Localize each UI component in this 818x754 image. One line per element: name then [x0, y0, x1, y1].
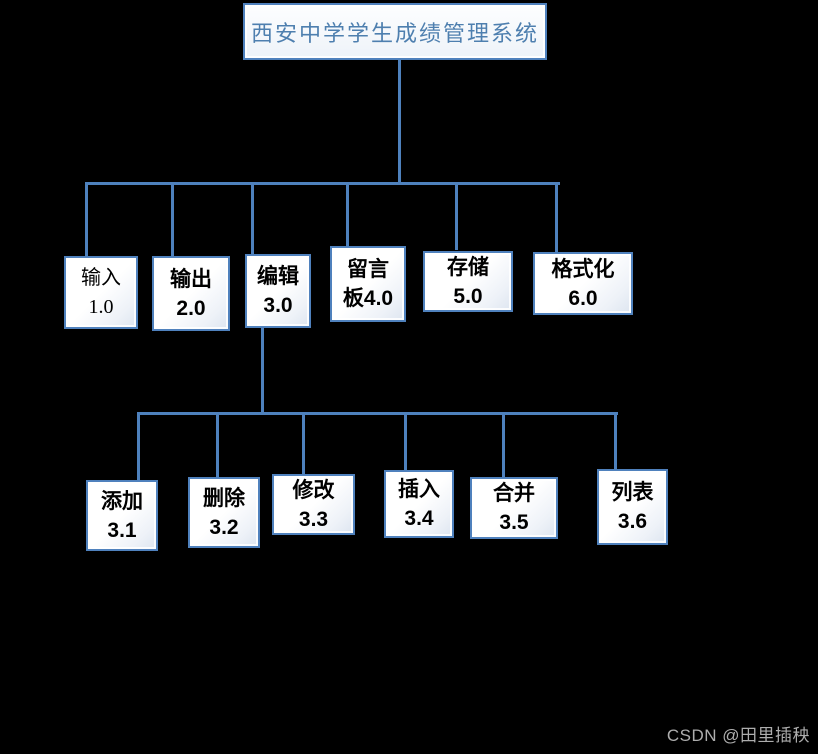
node-edit: 编辑 3.0	[245, 254, 311, 328]
node-add-line1: 添加	[101, 489, 143, 513]
node-output-line1: 输出	[170, 267, 212, 291]
node-input-line2: 1.0	[88, 295, 114, 318]
node-message-board-line2: 板4.0	[342, 287, 394, 310]
node-list: 列表 3.6	[597, 469, 668, 545]
connector-drop-output	[171, 184, 174, 256]
connector-drop-edit	[251, 184, 254, 254]
connector-drop-format	[555, 184, 558, 252]
node-message-board: 留言板4.0	[330, 246, 406, 322]
node-format-line1: 格式化	[551, 257, 615, 281]
node-add-line2: 3.1	[107, 518, 137, 542]
node-insert-line2: 3.4	[404, 507, 434, 530]
node-delete-line1: 删除	[203, 486, 245, 510]
node-merge-line2: 3.5	[499, 511, 529, 534]
connector-level2-bus	[85, 182, 560, 185]
connector-drop-delete	[216, 414, 219, 477]
node-modify-line2: 3.3	[298, 507, 329, 531]
connector-drop-input	[85, 184, 88, 256]
node-edit-line2: 3.0	[263, 294, 293, 317]
node-edit-line1: 编辑	[257, 265, 299, 288]
node-modify-line1: 修改	[292, 478, 335, 502]
watermark-text: CSDN @田里插秧	[666, 726, 810, 745]
node-merge-line1: 合并	[493, 482, 535, 505]
node-input-line1: 输入	[81, 266, 121, 289]
node-input: 输入 1.0	[64, 256, 138, 329]
node-list-line1: 列表	[611, 481, 654, 504]
node-output: 输出 2.0	[152, 256, 230, 331]
node-delete-line2: 3.2	[209, 515, 239, 539]
node-insert: 插入 3.4	[384, 470, 454, 538]
connector-drop-add	[137, 414, 140, 480]
connector-level3-bus	[137, 412, 618, 415]
node-storage: 存储 5.0	[423, 251, 513, 312]
node-merge: 合并 3.5	[470, 477, 558, 539]
node-message-board-line1: 留言	[347, 258, 389, 281]
node-storage-line2: 5.0	[453, 284, 483, 308]
root-node-label: 西安中学学生成绩管理系统	[250, 20, 539, 46]
root-node: 西安中学学生成绩管理系统	[243, 3, 547, 60]
node-format: 格式化 6.0	[533, 252, 633, 315]
node-delete: 删除 3.2	[188, 477, 260, 548]
node-insert-line1: 插入	[398, 478, 440, 501]
connector-drop-list	[614, 414, 617, 469]
node-modify: 修改 3.3	[272, 474, 355, 535]
node-format-line2: 6.0	[568, 286, 598, 310]
connector-drop-storage	[455, 184, 458, 250]
connector-drop-modify	[302, 414, 305, 474]
node-storage-line1: 存储	[447, 255, 489, 279]
watermark: CSDN @田里插秧	[667, 721, 810, 746]
connector-drop-merge	[502, 414, 505, 477]
connector-edit-stem	[261, 326, 264, 415]
node-add: 添加 3.1	[86, 480, 158, 551]
connector-drop-message-board	[346, 184, 349, 246]
connector-drop-insert	[404, 414, 407, 470]
node-list-line2: 3.6	[617, 510, 648, 533]
connector-root-stem	[398, 58, 401, 185]
node-output-line2: 2.0	[176, 296, 206, 320]
